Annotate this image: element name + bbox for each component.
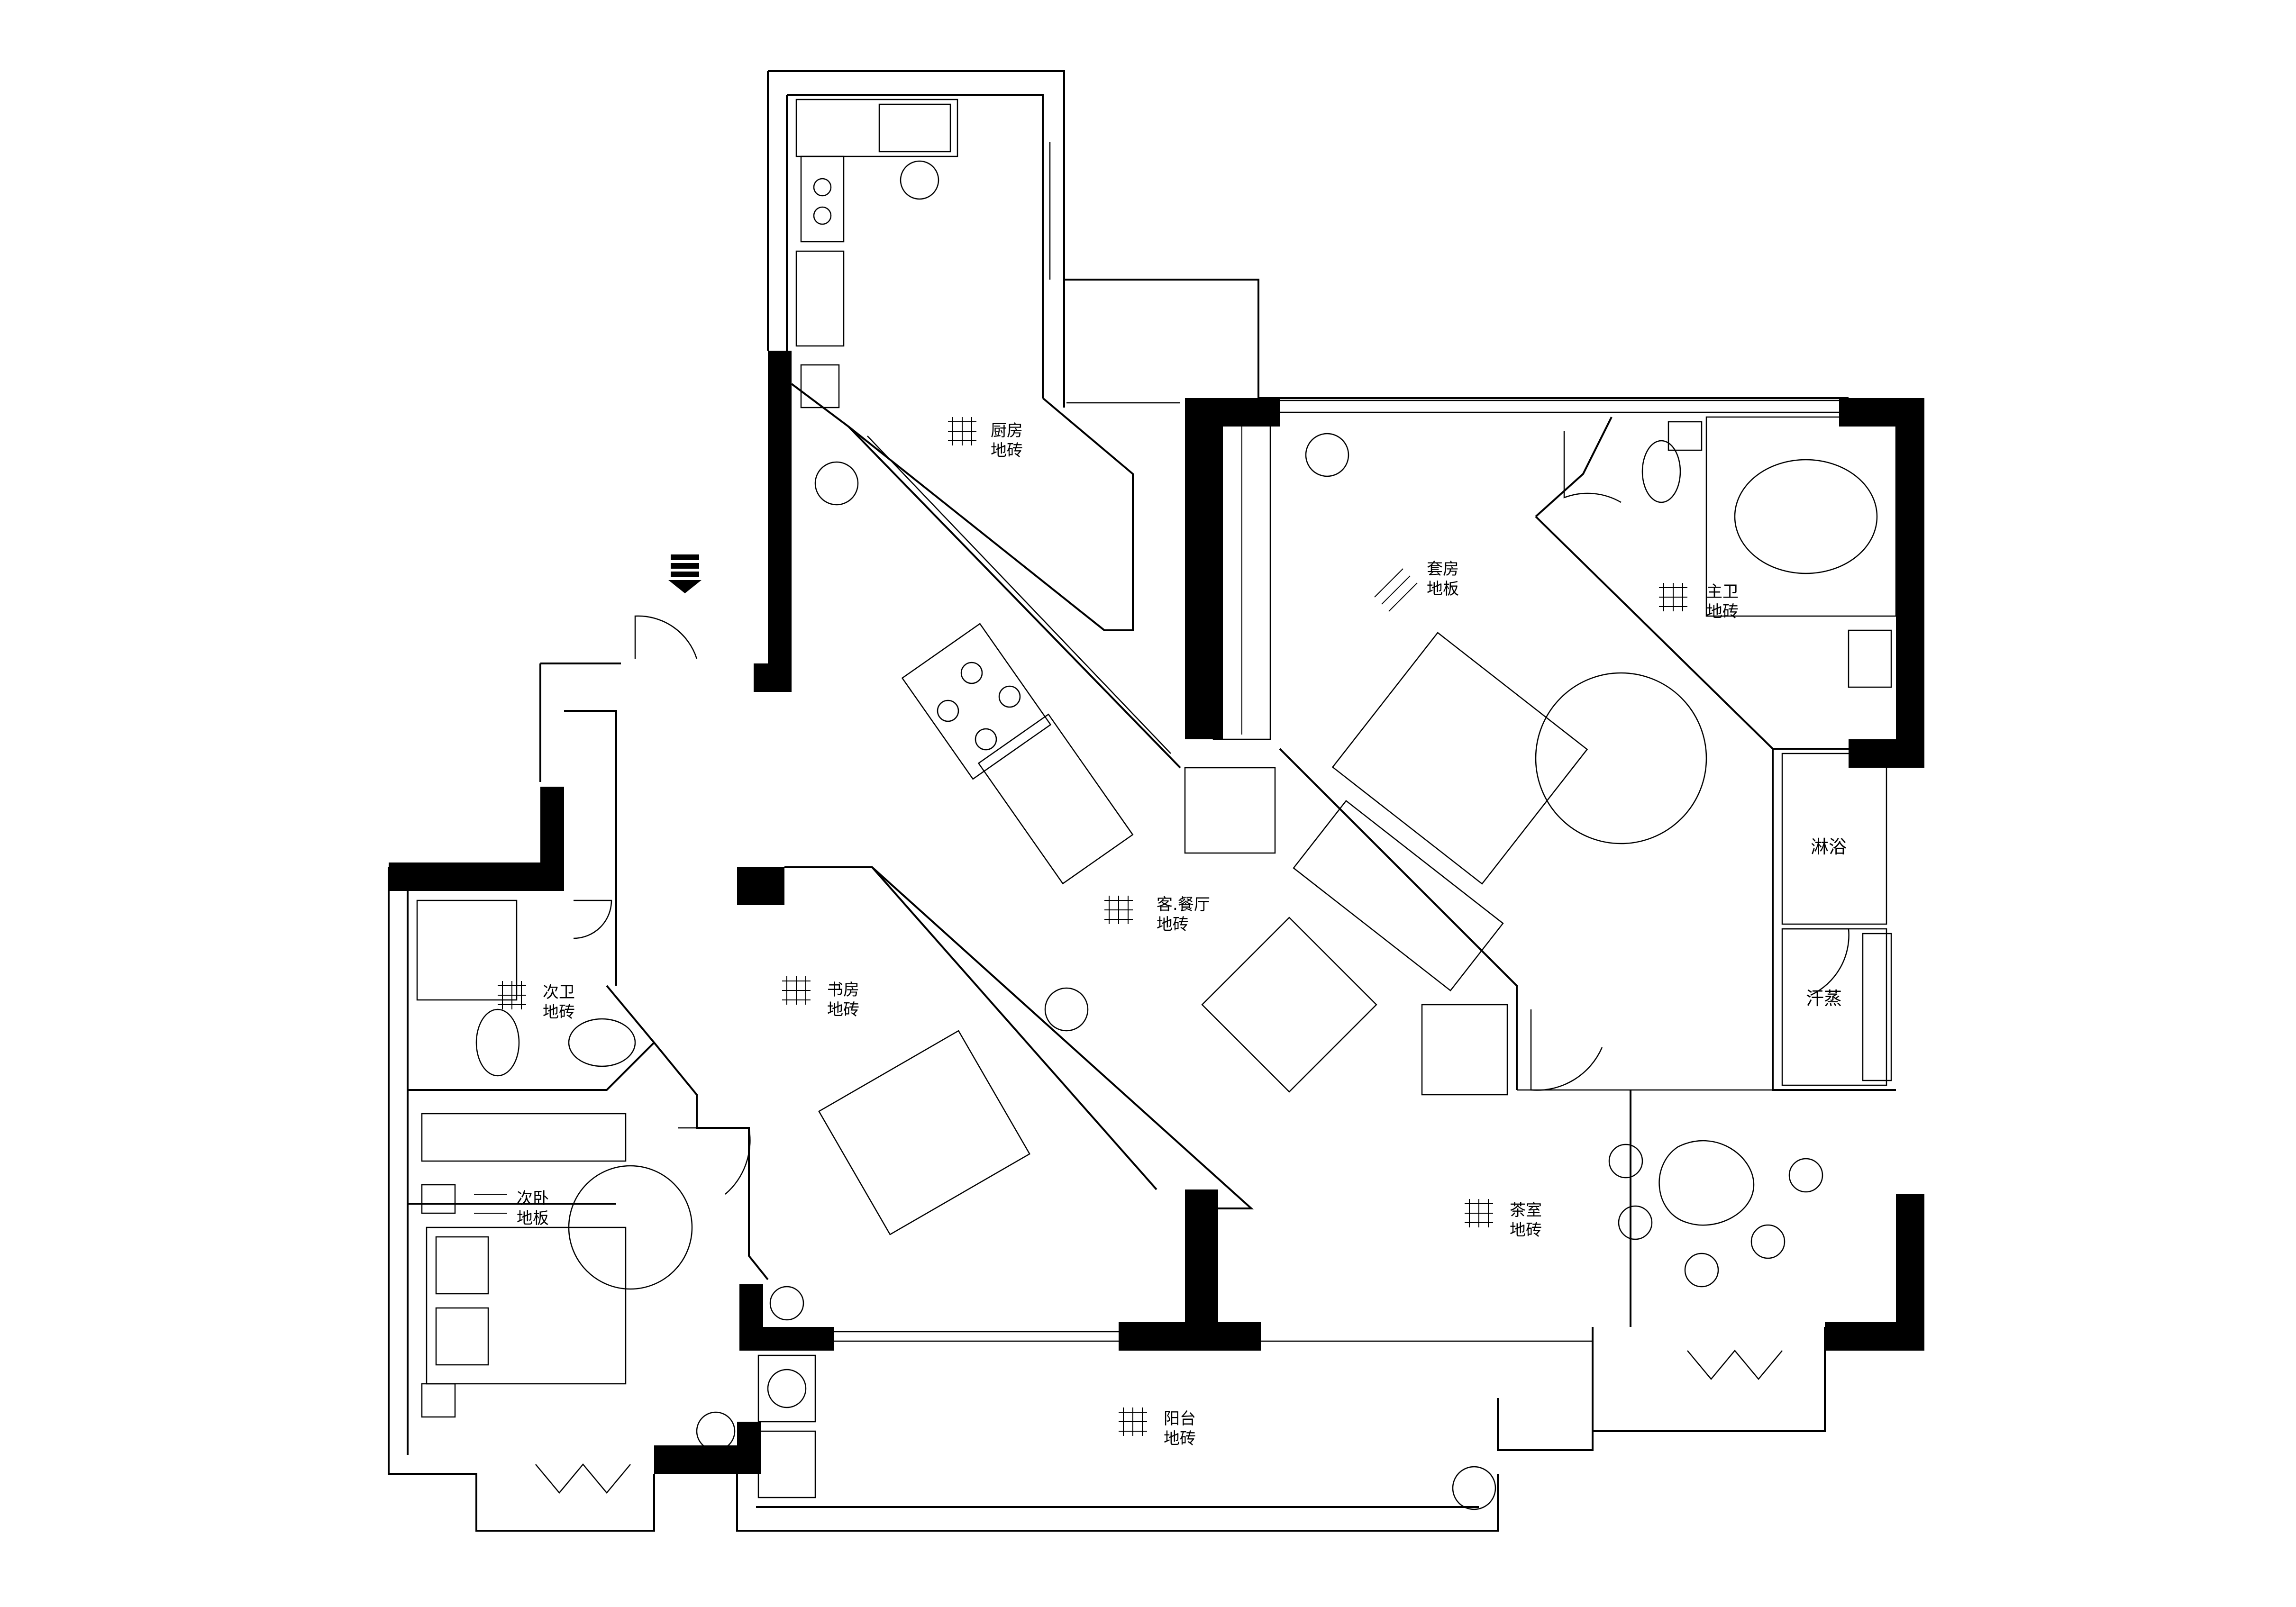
kitchen-name: 厨房	[991, 421, 1023, 440]
tea-room-name: 茶室	[1510, 1201, 1542, 1220]
tea-room-floor: 地砖	[1510, 1221, 1542, 1240]
entrance-arrow-icon	[668, 554, 702, 593]
door-swing-icon	[573, 431, 1850, 1195]
outline	[388, 70, 1849, 1532]
living-dining-name: 客.餐厅	[1157, 895, 1210, 914]
plant-icon	[696, 433, 1496, 1510]
walls	[389, 351, 1924, 1474]
balcony-floor: 地砖	[1164, 1429, 1196, 1448]
second-bath-floor: 地砖	[543, 1003, 575, 1022]
furniture	[416, 99, 1897, 1498]
study-floor: 地砖	[827, 1000, 859, 1019]
partitions	[408, 142, 1896, 1342]
master-bath-name: 主卫	[1706, 582, 1739, 601]
kitchen-floor: 地砖	[991, 441, 1023, 460]
living-dining-floor: 地砖	[1157, 915, 1189, 934]
suite-floor: 地板	[1427, 580, 1459, 599]
room-labels: 厨房 地砖 套房 地板 主卫 地砖 客.餐厅 地砖 书房 地砖 次卫 地砖 次卧…	[517, 421, 1847, 1448]
suite-name: 套房	[1427, 560, 1459, 579]
shower-label: 淋浴	[1811, 836, 1847, 857]
second-bath-name: 次卫	[543, 983, 575, 1002]
study-name: 书房	[827, 981, 859, 999]
sauna-label: 汗蒸	[1806, 988, 1842, 1009]
floor-tile-marks	[474, 417, 1687, 1436]
second-bedroom-name: 次卧	[517, 1189, 549, 1208]
second-bedroom-floor: 地板	[517, 1209, 549, 1228]
master-bath-floor: 地砖	[1706, 602, 1739, 621]
balcony-name: 阳台	[1164, 1409, 1196, 1428]
